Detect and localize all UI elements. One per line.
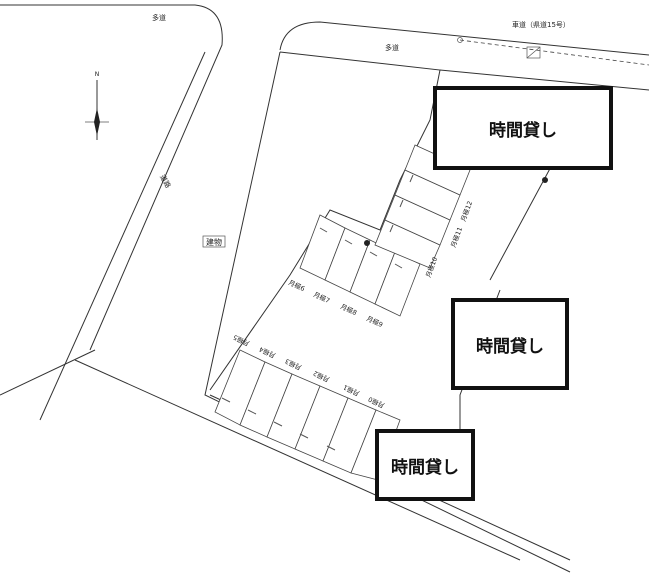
- hourly-parking-label-middle: 時間貸し: [451, 298, 569, 390]
- north-label: N: [95, 71, 100, 78]
- road-edge-top-left: [0, 4, 223, 351]
- stall-mark: [319, 227, 328, 233]
- stall-mark: [273, 421, 283, 427]
- upper-stalls: [299, 214, 421, 317]
- stall-mark: [369, 251, 378, 257]
- road-marker-circle: [457, 37, 463, 43]
- stall-mark: [394, 263, 403, 269]
- stall-mark: [247, 409, 257, 415]
- crossing-sign-icon: [526, 46, 541, 59]
- stall-mark: [344, 239, 353, 245]
- stall-label: 月極3: [284, 357, 303, 372]
- crossing-sign-slash: [526, 46, 541, 59]
- meter-icon: [364, 240, 370, 246]
- meter-icon: [542, 177, 548, 183]
- road-centerline: [459, 39, 649, 66]
- stall-label: 月極9: [365, 314, 384, 329]
- stall-mark: [389, 224, 394, 233]
- stall-mark: [326, 445, 336, 451]
- main-road-label: 車道（県道15号）: [512, 20, 570, 29]
- stall-label: 月極4: [258, 345, 277, 360]
- stall-label: 月極2: [312, 369, 331, 384]
- stall-mark: [399, 199, 404, 208]
- stall-label: 月極6: [287, 278, 306, 293]
- road-edge-diagonal-1: [39, 51, 206, 421]
- lot-boundary: [204, 51, 571, 573]
- lower-stalls: [214, 349, 401, 481]
- stall-mark: [221, 397, 231, 403]
- stall-label: 月極11: [448, 226, 464, 249]
- stall-mark: [409, 174, 414, 183]
- stall-label: 月極8: [339, 302, 358, 317]
- hourly-parking-label-bottom: 時間貸し: [375, 429, 475, 501]
- sidewalk-label-top-left: 多道: [152, 13, 166, 22]
- right-stalls: [374, 144, 471, 269]
- building-label: 建物: [206, 237, 222, 247]
- north-arrow: N: [85, 71, 109, 140]
- stall-mark: [299, 433, 309, 439]
- building-box: [202, 235, 226, 248]
- stall-label: 月極7: [312, 290, 331, 305]
- road-edge-diagonal-2: [0, 349, 96, 396]
- road-edge-top-right: [279, 21, 649, 56]
- stall-label: 月極12: [458, 200, 474, 223]
- hourly-parking-label-top: 時間貸し: [433, 86, 613, 170]
- bottom-road-edge-1: [74, 359, 521, 561]
- sidewalk-label-top: 多道: [385, 43, 399, 52]
